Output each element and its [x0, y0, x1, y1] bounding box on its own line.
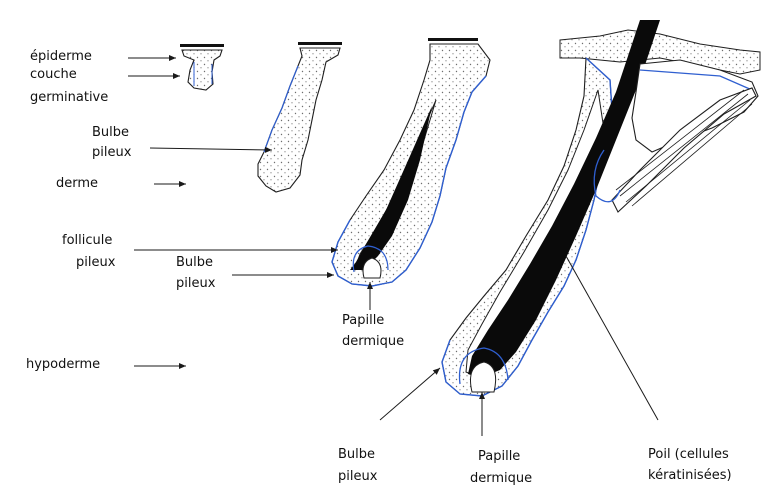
- label-bulbe-3-line2: pileux: [338, 468, 377, 485]
- label-follicule-line1: follicule: [62, 232, 112, 249]
- stage1-epidermal-bud: [180, 44, 224, 90]
- label-papille-1-line2: dermique: [342, 333, 404, 350]
- label-bulbe-3-line1: Bulbe: [338, 446, 375, 463]
- label-bulbe-1-line1: Bulbe: [92, 124, 129, 141]
- arrow-bulbe3: [380, 368, 440, 420]
- label-bulbe-2-line1: Bulbe: [176, 254, 213, 271]
- label-bulbe-2-line2: pileux: [176, 275, 215, 292]
- label-papille-2-line2: dermique: [470, 470, 532, 487]
- label-papille-1-line1: Papille: [342, 312, 384, 329]
- label-follicule-line2: pileux: [76, 254, 115, 271]
- label-poil-line1: Poil (cellules: [648, 446, 729, 463]
- label-bulbe-1-line2: pileux: [92, 144, 131, 161]
- label-hypoderme: hypoderme: [26, 356, 100, 373]
- stage3-follicle: [332, 38, 490, 286]
- label-poil-line2: kératinisées): [648, 467, 732, 484]
- label-epiderme: épiderme: [30, 48, 92, 65]
- line-poil: [566, 256, 658, 420]
- stage2-hair-peg: [258, 42, 342, 192]
- label-papille-2-line1: Papille: [478, 448, 520, 465]
- label-couche: couche: [30, 66, 77, 83]
- stage4-mature-follicle: [442, 20, 760, 396]
- label-derme: derme: [56, 175, 98, 192]
- label-germinative: germinative: [30, 89, 108, 106]
- arrow-bulbe1: [150, 148, 272, 150]
